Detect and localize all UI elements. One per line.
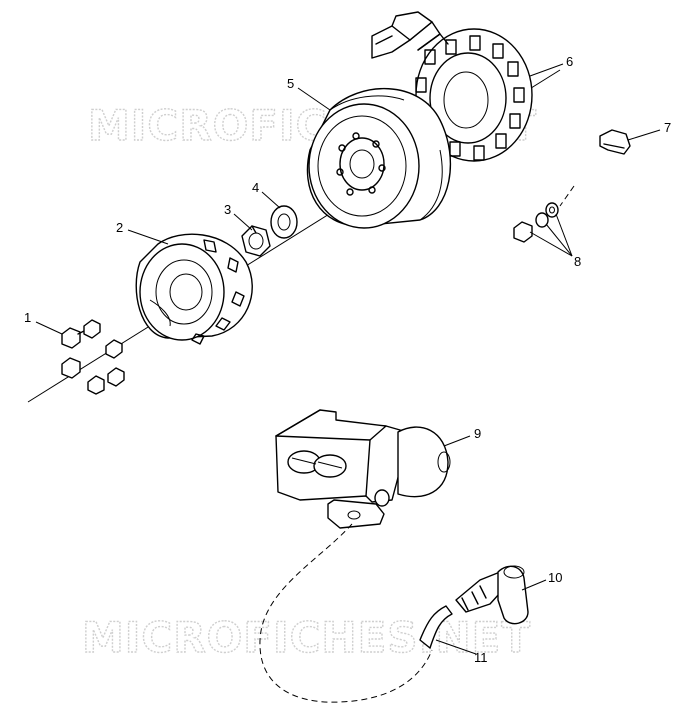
part-4-washer[interactable] <box>270 205 298 239</box>
part-2-starter-cup[interactable] <box>135 233 253 345</box>
callout-2: 2 <box>116 220 123 235</box>
part-8-guide-dash <box>559 185 575 207</box>
callout-9: 9 <box>474 426 481 441</box>
callout-11: 11 <box>474 650 488 665</box>
part-9-ignition-coil[interactable] <box>275 409 451 529</box>
part-5-flywheel[interactable] <box>306 87 452 229</box>
leader-lines <box>35 63 661 655</box>
part-7-bracket[interactable] <box>599 129 631 155</box>
callout-10: 10 <box>548 570 562 585</box>
callout-6: 6 <box>566 54 573 69</box>
callout-4: 4 <box>252 180 259 195</box>
part-10-spark-plug-cap[interactable] <box>455 565 529 625</box>
callout-3: 3 <box>224 202 231 217</box>
part-1-bolts[interactable] <box>61 319 125 395</box>
callout-1: 1 <box>24 310 31 325</box>
part-11-wire[interactable] <box>419 605 453 649</box>
callout-7: 7 <box>664 120 671 135</box>
part-3-nut[interactable] <box>241 225 271 257</box>
part-6-stator[interactable] <box>371 11 533 162</box>
watermark-bottom: MICROFICHES.NET <box>82 613 531 662</box>
wire-route-dashed <box>259 523 433 703</box>
callout-8: 8 <box>574 254 581 269</box>
callout-5: 5 <box>287 76 294 91</box>
part-8-screws[interactable] <box>513 202 559 243</box>
